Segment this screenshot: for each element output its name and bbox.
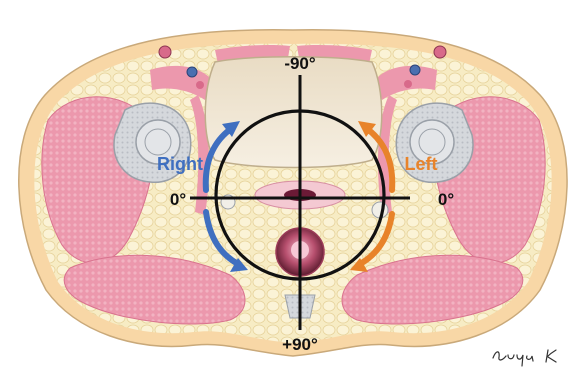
- label-left-side: Left: [405, 154, 438, 174]
- label-zero-left: 0°: [170, 190, 186, 209]
- label-right-side: Right: [157, 154, 203, 174]
- label-zero-right: 0°: [438, 190, 454, 209]
- label-plus-90: +90°: [282, 335, 318, 354]
- label-minus-90: -90°: [284, 54, 316, 73]
- artist-signature: [493, 350, 556, 366]
